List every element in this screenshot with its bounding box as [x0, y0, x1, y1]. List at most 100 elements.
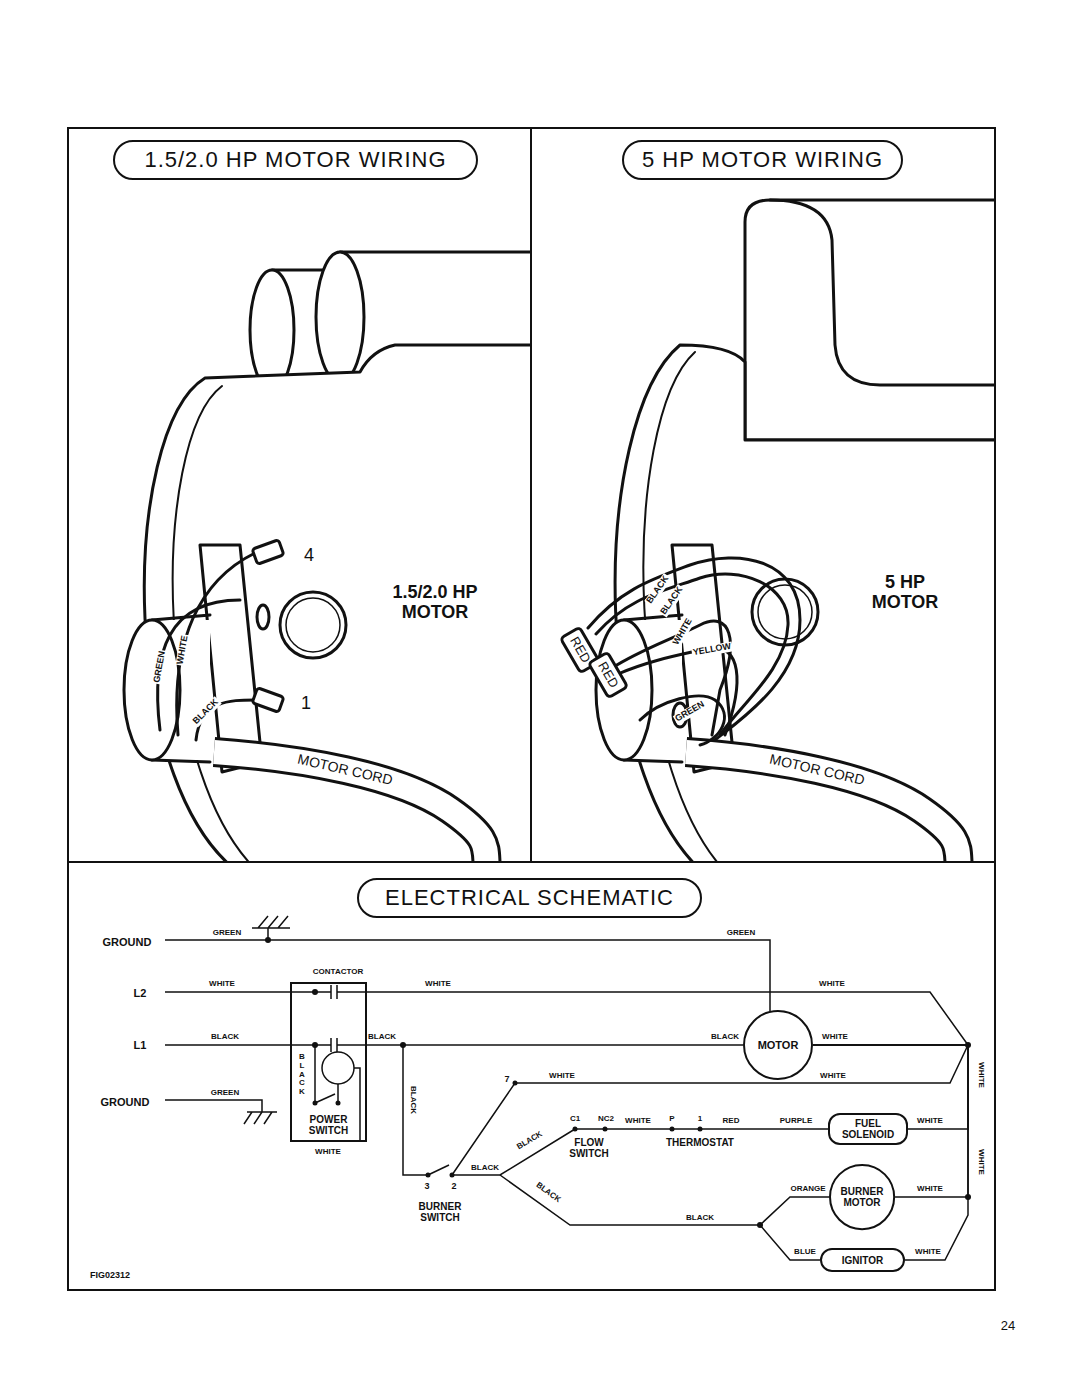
node-outline [291, 983, 366, 1141]
motor-illustration [770, 200, 994, 385]
junction-dot [670, 1127, 675, 1132]
schematic-wiring [165, 992, 968, 1045]
wire-color-label: WHITE [818, 980, 846, 989]
junction-dot [426, 1173, 431, 1178]
wire-color-label: GREEN [210, 1089, 240, 1098]
motor-illustration [640, 696, 724, 745]
node-outline [829, 1114, 907, 1144]
terminal-number: 4 [303, 546, 315, 566]
schematic-wiring [331, 985, 337, 999]
motor-illustration [618, 648, 737, 735]
wire-color-label: BLACK [367, 1033, 397, 1042]
motor-illustration [686, 752, 962, 861]
schematic-wiring [165, 940, 770, 1011]
node-label: 1.5/2.0 HP MOTOR WIRING [144, 148, 446, 172]
schematic-wiring [252, 916, 290, 940]
part-label: CONTACTOR [312, 968, 364, 977]
motor-illustration [124, 620, 180, 760]
node-text-group: POWER SWITCH [299, 1114, 359, 1136]
motor-illustration [250, 270, 294, 390]
line-name: GROUND [102, 936, 153, 948]
panel-frame [68, 128, 995, 862]
junction-dot [603, 1127, 608, 1132]
node-text-group: 1.5/2.0 HP MOTOR WIRING [144, 148, 446, 172]
wire-color-label: WHITE [624, 1117, 652, 1126]
ignitor-box: IGNITOR [820, 1248, 905, 1272]
schematic-wiring [428, 1165, 449, 1175]
motor-circle: BURNER MOTOR [829, 1164, 895, 1230]
wire-color-label: WHITE [916, 1117, 944, 1126]
node-outline [114, 141, 477, 179]
title-banner: 5 HP MOTOR WIRING [622, 140, 903, 180]
wire-color-label: WHITE [548, 1072, 576, 1081]
wire-color-label: BLUE [793, 1248, 817, 1257]
node-text-group: MOTOR [758, 1039, 799, 1051]
motor-illustration [257, 605, 269, 629]
motor-illustration [612, 621, 730, 735]
schematic-wiring [315, 1094, 335, 1103]
node-label: FUEL SOLENOID [838, 1118, 898, 1140]
junction-dot [698, 1127, 703, 1132]
motor-illustration [560, 200, 994, 861]
terminal-number: 1 [697, 1115, 703, 1124]
schematic-wiring [322, 1052, 354, 1084]
wire-color-label: WHITE [819, 1072, 847, 1081]
terminal-number: C1 [569, 1115, 581, 1124]
wire-color-label: BLACK [515, 1130, 545, 1153]
motor-illustration [686, 752, 962, 861]
node-outline [623, 141, 902, 179]
wire-color-label: PURPLE [779, 1117, 813, 1126]
terminal-number: 7 [503, 1075, 510, 1085]
motor-illustration [596, 574, 788, 735]
node-label: MOTOR [758, 1039, 799, 1051]
motor-illustration [752, 579, 818, 645]
junction-dot [265, 937, 271, 943]
wire-color-label: WHITE [977, 1148, 986, 1176]
motor-circle: MOTOR [743, 1010, 813, 1080]
wire-color-label: WHITE [208, 980, 236, 989]
node-text-group: 5 HP MOTOR WIRING [642, 148, 883, 172]
line-name: L2 [133, 987, 148, 999]
wire-color-label: WHITE [977, 1061, 986, 1089]
junction-dot [336, 1101, 341, 1106]
junction-dot [313, 1101, 318, 1106]
wire [813, 1045, 968, 1260]
node-text-group: IGNITOR [842, 1255, 883, 1266]
wire [813, 1045, 968, 1197]
panel-frame [68, 128, 995, 1290]
schematic-wiring [403, 1045, 428, 1175]
node-outline [830, 1165, 894, 1229]
terminal-number: P [668, 1115, 675, 1124]
line-name: GROUND [100, 1096, 151, 1108]
terminal-number: 1 [300, 694, 312, 714]
title-banner: ELECTRICAL SCHEMATIC [357, 878, 702, 918]
wire-color-label: BLACK [409, 1085, 418, 1115]
node-text-group: ELECTRICAL SCHEMATIC [385, 886, 674, 910]
node-label: 5 HP MOTOR WIRING [642, 148, 883, 172]
wire-color-label: BLACK [297, 1053, 307, 1097]
title-banner: 1.5/2.0 HP MOTOR WIRING [113, 140, 478, 180]
node-label: POWER SWITCH [299, 1114, 359, 1136]
wire-color-label: GREEN [726, 929, 756, 938]
junction-dot [757, 1222, 763, 1228]
part-label: BURNER SWITCH [409, 1201, 471, 1223]
node-outline [821, 1249, 904, 1271]
figure-number: FIG02312 [89, 1271, 131, 1281]
motor-illustration [214, 752, 490, 861]
wire-color-label: WHITE [914, 1248, 942, 1257]
motor-illustration [615, 345, 994, 861]
node-label: ELECTRICAL SCHEMATIC [385, 886, 674, 910]
motor-illustration [316, 252, 364, 382]
junction-dot [573, 1127, 578, 1132]
motor-illustration [124, 252, 530, 861]
motor-illustration [252, 540, 284, 565]
node-text-group: BURNER MOTOR [834, 1186, 890, 1208]
wire-color-label: WHITE [314, 1148, 342, 1157]
schematic-wiring [500, 1175, 829, 1260]
motor-illustration [286, 598, 340, 652]
motor-illustration [588, 652, 627, 698]
junction-dot [513, 1081, 518, 1086]
wire-color-label: WHITE [821, 1033, 849, 1042]
motor-illustration [214, 752, 490, 861]
